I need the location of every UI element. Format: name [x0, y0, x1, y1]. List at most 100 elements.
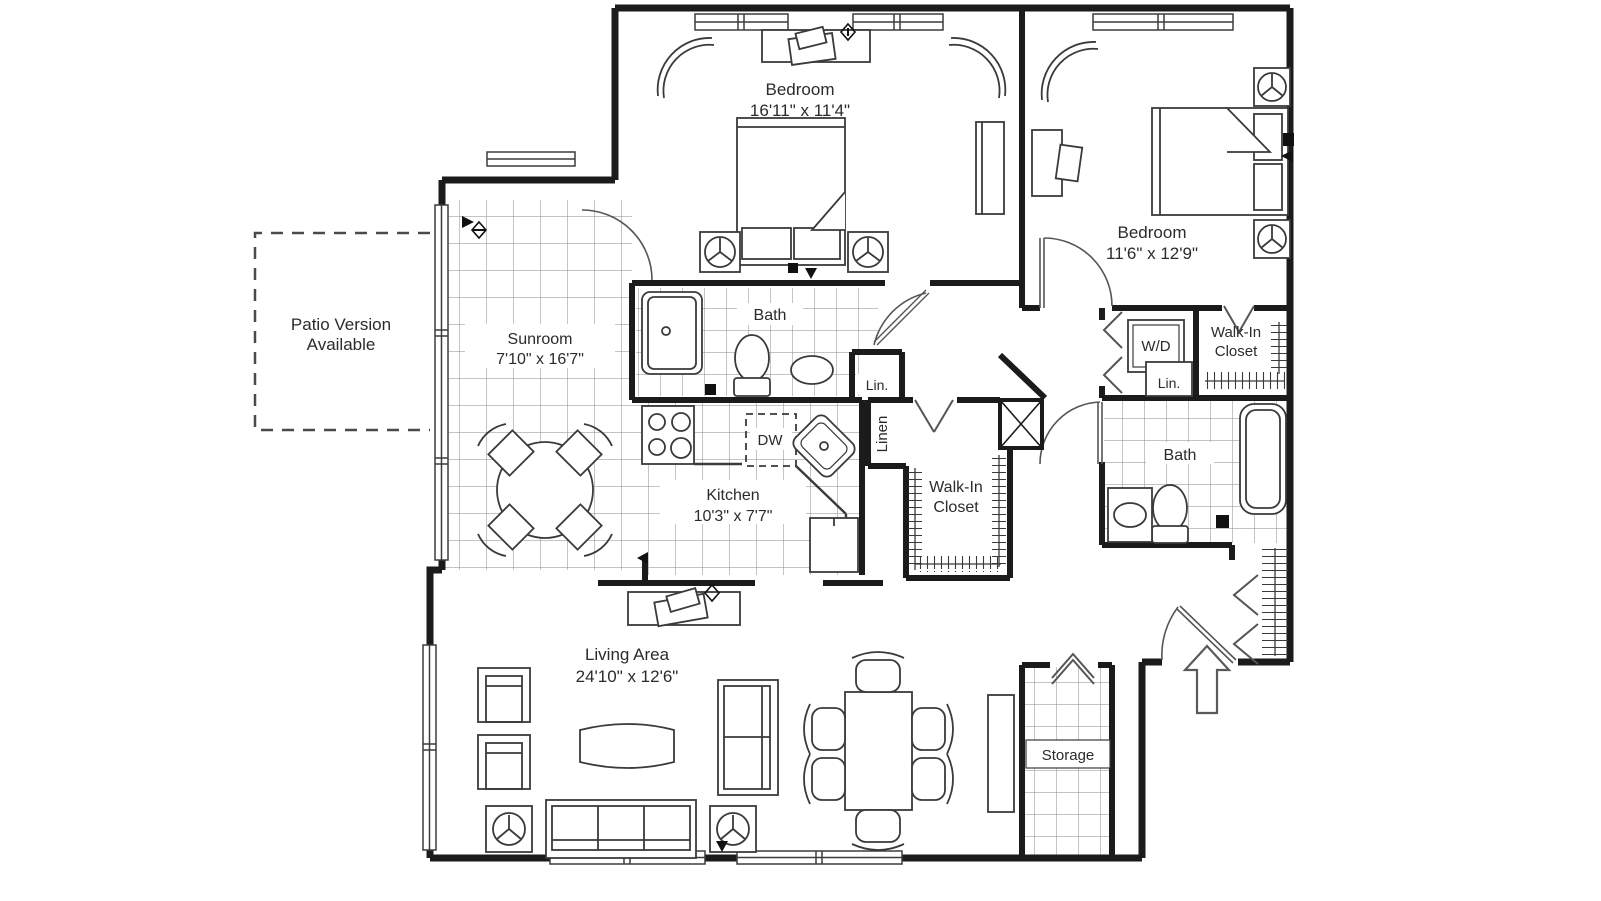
window-living-left: [422, 644, 437, 851]
lamp-table-left: [485, 805, 533, 853]
corner-chair-1: [656, 37, 715, 99]
marker-square-bath1: [705, 384, 716, 395]
door-arc-bedroom2: [1043, 237, 1113, 307]
label-linen: Linen: [874, 416, 891, 453]
armchair-1: [477, 667, 531, 723]
vanity2: [1107, 487, 1153, 543]
band-bath1: [737, 303, 803, 325]
marker-diamond-top: [839, 22, 857, 42]
label-patio-line2: Available: [307, 335, 376, 354]
door-arc-sunroom: [581, 209, 653, 281]
label-bath1: Bath: [754, 307, 787, 324]
lin-wd-box: [1145, 361, 1193, 397]
dining-table: [844, 691, 913, 811]
bath1-fixtures: [641, 291, 834, 397]
band-dw: [750, 428, 792, 450]
door-leaf-bath1: [873, 289, 930, 346]
door-arc-entry: [1161, 606, 1179, 661]
band-kitchen: [660, 480, 806, 524]
shaft-box: [998, 398, 1044, 450]
wd-closet: [1127, 319, 1193, 397]
marker-tri-kitchen: [637, 552, 648, 564]
bed2-pillow-2: [1253, 163, 1283, 211]
tub2: [1239, 403, 1287, 515]
marker-tri-sunroom: [462, 216, 474, 228]
marker-tri-bed1: [805, 268, 817, 279]
label-bands: [465, 303, 1214, 524]
nightstand1-right: [847, 231, 889, 273]
label-kitchen-dims: 10'3" x 7'7": [694, 508, 773, 525]
console-desk: [627, 587, 741, 628]
round-table: [496, 441, 594, 539]
window-top-2: [852, 13, 944, 31]
lamp-table-right: [709, 805, 757, 853]
label-bath2: Bath: [1164, 447, 1197, 464]
band-bath2: [1146, 442, 1214, 464]
door-double-walkin-center: [914, 399, 954, 433]
door-leaf-entry: [1176, 605, 1237, 664]
label-dw: DW: [758, 432, 784, 449]
marker-diamond-sunroom: [470, 220, 488, 240]
label-patio-line1: Patio Version: [291, 315, 391, 334]
label-bedroom2-dims: 11'6" x 12'9": [1106, 244, 1198, 263]
wall-lin-bath-closet: [849, 349, 905, 398]
marker-square-bed1: [788, 263, 798, 273]
door-arc-bath2: [1039, 401, 1101, 465]
sunroom-chairs: [477, 423, 613, 557]
loveseat: [717, 679, 779, 796]
band-lin1: [856, 374, 898, 394]
label-wd: W/D: [1141, 338, 1170, 355]
label-lin-bath: Lin.: [866, 377, 889, 393]
sideboard: [987, 694, 1015, 813]
bed1-pillow-right: [793, 227, 841, 260]
door-leaf-bath2: [1097, 402, 1103, 464]
interior-walls: [598, 8, 1290, 858]
toilet1: [733, 334, 771, 397]
label-lin-wd: Lin.: [1158, 375, 1181, 391]
label-kitchen-name: Kitchen: [706, 487, 759, 504]
window-bedroom1-step: [486, 151, 576, 167]
bedroom1-furniture: [656, 25, 1007, 273]
door-bifold-wd: [1102, 311, 1123, 394]
bed1-pillow-left: [741, 227, 792, 260]
door-bifold-coat: [1232, 574, 1259, 665]
marker-square-bath2: [1216, 515, 1229, 528]
tub1: [641, 291, 703, 375]
desk-bedroom2: [1031, 129, 1084, 197]
bed2-pillow-1: [1253, 113, 1283, 161]
label-walkin-center-1: Walk-In: [929, 479, 983, 496]
corner-chair-2: [948, 37, 1007, 99]
bath2-fixtures: [1107, 403, 1287, 544]
marker-tri-bed2: [1281, 150, 1293, 162]
windows: [422, 13, 1234, 865]
nightstand1-left: [699, 231, 741, 273]
wall-hall-diagonal: [997, 352, 1048, 401]
bedroom2-furniture: [1031, 41, 1291, 259]
bed2-fold: [1226, 107, 1273, 153]
nightstand2-bottom: [1253, 219, 1291, 259]
label-storage: Storage: [1042, 747, 1095, 764]
kitchen-sink: [792, 414, 856, 478]
label-sunroom-dims: 7'10" x 16'7": [496, 351, 584, 368]
nightstand2-top: [1253, 67, 1291, 107]
plan-markers: [462, 22, 1294, 852]
stove: [641, 405, 695, 465]
label-walkin-center-2: Closet: [933, 499, 979, 516]
label-living-dims: 24'10" x 12'6": [576, 667, 679, 686]
marker-diamond-console: [703, 583, 721, 603]
sunroom-furniture: [477, 423, 613, 557]
bed1-fold: [810, 191, 846, 231]
window-top-1: [694, 13, 789, 31]
door-double-walkin-right: [1223, 305, 1255, 333]
fridge: [809, 517, 859, 573]
labels: Bedroom 16'11" x 11'4" Bedroom 11'6" x 1…: [291, 80, 1261, 764]
storage-label-band: [1025, 739, 1111, 769]
band-linen: [872, 406, 902, 462]
band-sunroom: [465, 324, 615, 368]
kitchen-fixtures: [641, 405, 859, 573]
dresser-bedroom1: [975, 121, 1005, 215]
entry-arrow-icon: [1182, 644, 1232, 715]
living-furniture: [477, 587, 1015, 859]
